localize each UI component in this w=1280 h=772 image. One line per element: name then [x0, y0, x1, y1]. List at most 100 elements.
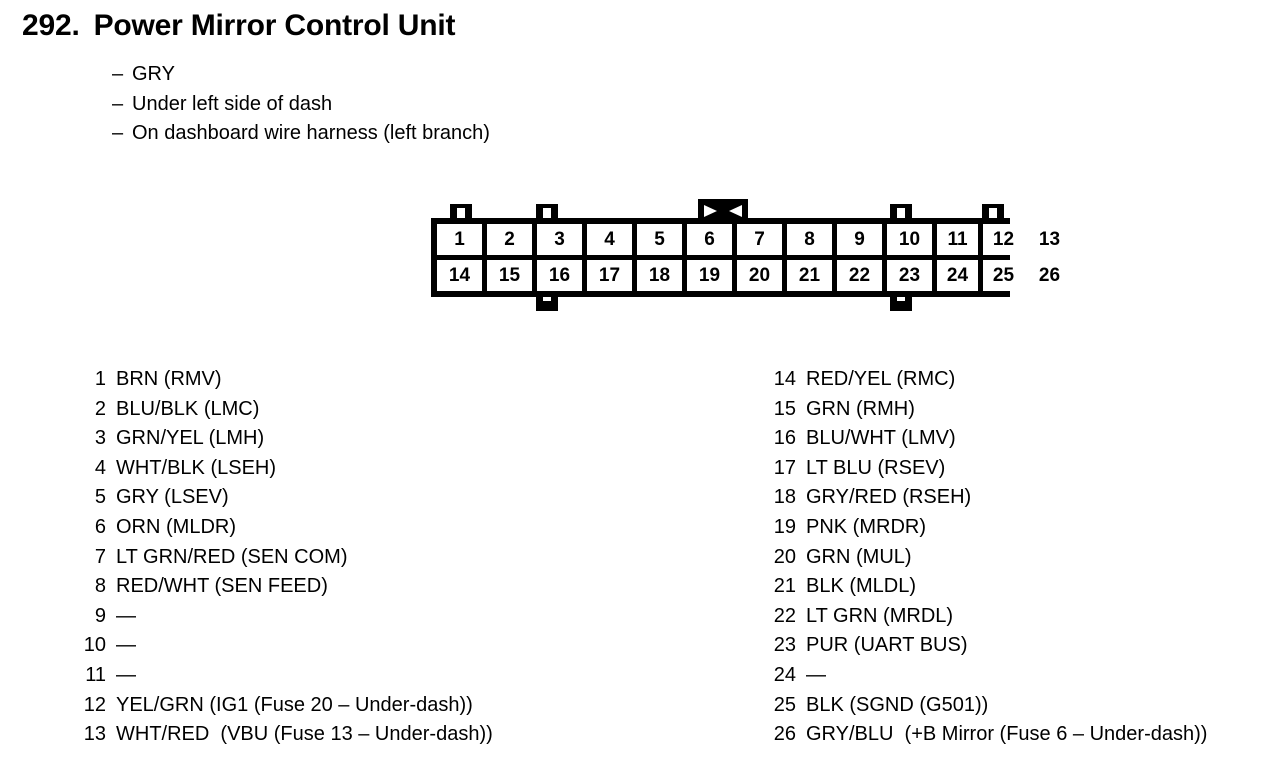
connector-pin-18: 18 — [637, 260, 682, 291]
pin-description: YEL/GRN (IG1 (Fuse 20 – Under-dash)) — [116, 693, 473, 716]
page-title-text: Power Mirror Control Unit — [93, 9, 456, 42]
connector-pin-14: 14 — [437, 260, 482, 291]
pin-list-item: 18 GRY/RED (RSEH) — [770, 483, 1207, 513]
bullet-dash: – — [112, 122, 124, 144]
pin-description: GRY (LSEV) — [116, 486, 229, 509]
pin-list-item: 25 BLK (SGND (G501)) — [770, 691, 1207, 721]
connector-tab-bottom-pin16 — [536, 297, 558, 311]
connector-pin-22: 22 — [837, 260, 882, 291]
connector-pin-6: 6 — [687, 224, 732, 255]
pin-number: 15 — [773, 397, 796, 420]
pin-list-item: 20 GRN (MUL) — [770, 543, 1207, 573]
pin-list-item: 12 YEL/GRN (IG1 (Fuse 20 – Under-dash)) — [80, 691, 493, 721]
pin-number: 16 — [773, 427, 796, 450]
pin-description: BLU/BLK (LMC) — [116, 397, 260, 420]
connector-pin-1: 1 — [437, 224, 482, 255]
bullet-dash: – — [112, 63, 124, 85]
connector-tab-bottom-pin24 — [890, 297, 912, 311]
connector-pin-19: 19 — [687, 260, 732, 291]
connector-pin-20: 20 — [737, 260, 782, 291]
page-title-number: 292. — [22, 9, 80, 42]
pin-description: WHT/BLK (LSEH) — [116, 456, 277, 479]
pin-list-item: 7 LT GRN/RED (SEN COM) — [80, 543, 493, 573]
pin-number: 7 — [94, 545, 106, 568]
bullet-text: Under left side of dash — [132, 92, 333, 115]
pin-number: 25 — [773, 693, 796, 716]
pin-number: 12 — [83, 693, 106, 716]
connector-pin-11: 11 — [937, 224, 978, 255]
pin-list-item: 21 BLK (MLDL) — [770, 572, 1207, 602]
bullet-text: On dashboard wire harness (left branch) — [132, 122, 490, 144]
connector-pin-23: 23 — [887, 260, 932, 291]
pin-description: — — [116, 663, 136, 686]
pin-description: LT GRN (MRDL) — [806, 604, 954, 627]
header-bullet-item: –GRY — [112, 60, 812, 90]
pin-number: 5 — [94, 486, 106, 509]
connector-pin-10: 10 — [887, 224, 932, 255]
connector-tab-notch-top-pin11 — [897, 208, 905, 218]
pin-number: 6 — [94, 515, 106, 538]
pin-description: LT GRN/RED (SEN COM) — [116, 545, 348, 568]
pin-list-item: 8 RED/WHT (SEN FEED) — [80, 572, 493, 602]
pin-description: BRN (RMV) — [116, 368, 222, 390]
pin-number: 20 — [773, 545, 796, 568]
pin-description: GRN (MUL) — [806, 545, 912, 568]
connector-tab-notch-top-pin3 — [543, 208, 551, 218]
pin-description: RED/YEL (RMC) — [806, 368, 956, 390]
pin-number: 8 — [94, 575, 106, 598]
pin-description: BLK (MLDL) — [806, 575, 917, 598]
pin-description: GRY/RED (RSEH) — [806, 486, 972, 509]
header-bullet-list: –GRY–Under left side of dash–On dashboar… — [112, 60, 812, 149]
connector-pin-5: 5 — [637, 224, 682, 255]
pin-number: 18 — [773, 486, 796, 509]
pin-list-item: 19 PNK (MRDR) — [770, 513, 1207, 543]
pin-description: BLK (SGND (G501)) — [806, 693, 989, 716]
pin-number: 11 — [85, 663, 106, 686]
bowtie-latch-icon — [704, 205, 742, 218]
connector-pin-9: 9 — [837, 224, 882, 255]
connector-pin-12: 12 — [983, 224, 1024, 255]
pin-description: — — [116, 604, 136, 627]
pin-list-item: 23 PUR (UART BUS) — [770, 631, 1207, 661]
bullet-text: GRY — [132, 63, 175, 85]
connector-pin-8: 8 — [787, 224, 832, 255]
header-bullet-item: –On dashboard wire harness (left branch) — [112, 119, 812, 149]
pin-description: GRY/BLU (+B Mirror (Fuse 6 – Under-dash)… — [806, 723, 1208, 746]
connector-pin-16: 16 — [537, 260, 582, 291]
pin-description: — — [806, 663, 826, 686]
pin-description: PNK (MRDR) — [806, 515, 926, 538]
pin-number: 23 — [773, 634, 796, 657]
pin-list-item: 9— — [80, 602, 493, 632]
connector-pin-26: 26 — [1029, 260, 1070, 291]
pin-number: 9 — [94, 604, 106, 627]
header-bullet-item: –Under left side of dash — [112, 90, 812, 120]
connector-pin-7: 7 — [737, 224, 782, 255]
pin-list-item: 24 — — [770, 661, 1207, 691]
connector-pin-24: 24 — [937, 260, 978, 291]
pin-description: — — [116, 634, 136, 657]
pin-number: 13 — [83, 723, 106, 746]
connector-pin-17: 17 — [587, 260, 632, 291]
pin-number: 19 — [773, 515, 796, 538]
pin-list-item: 10— — [80, 631, 493, 661]
pin-number: 24 — [773, 663, 796, 686]
pin-number: 4 — [94, 456, 106, 479]
pin-description: PUR (UART BUS) — [806, 634, 968, 657]
pin-number: 21 — [773, 575, 796, 598]
bullet-dash: – — [112, 92, 124, 115]
pin-description: RED/WHT (SEN FEED) — [116, 575, 328, 598]
connector-pin-25: 25 — [983, 260, 1024, 291]
